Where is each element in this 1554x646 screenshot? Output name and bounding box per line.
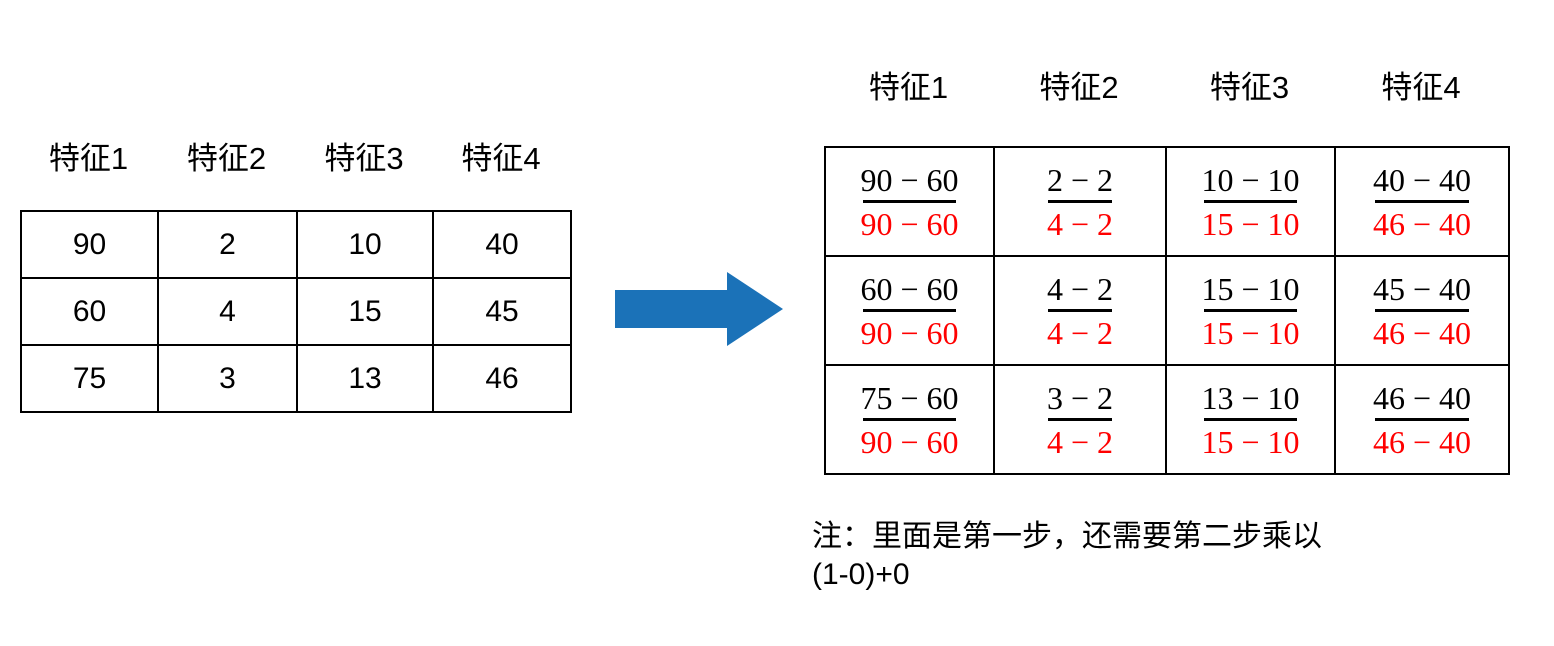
fraction-bar <box>862 308 957 312</box>
left-cell-r0c3: 40 <box>432 210 572 279</box>
right-cell-r1c2: 15 − 10 15 − 10 <box>1165 255 1336 366</box>
left-table-headers: 特征1 特征2 特征3 特征4 <box>20 141 570 176</box>
fraction: 3 − 2 4 − 2 <box>1045 382 1115 458</box>
fraction-bar <box>862 199 957 203</box>
right-cell-r2c3: 46 − 40 46 − 40 <box>1334 364 1510 475</box>
table-row: 60 4 15 45 <box>20 277 572 346</box>
right-arrow-icon <box>615 272 783 346</box>
fraction: 10 − 10 15 − 10 <box>1199 164 1301 240</box>
fraction-denominator: 4 − 2 <box>1046 314 1114 351</box>
fraction: 40 − 40 46 − 40 <box>1371 164 1473 240</box>
right-cell-r2c1: 3 − 2 4 − 2 <box>993 364 1167 475</box>
left-header-feature-2: 特征2 <box>186 141 267 176</box>
note-line-1: 注：里面是第一步，还需要第二步乘以 <box>812 520 1322 553</box>
fraction-bar <box>1375 199 1469 203</box>
left-header-feature-4: 特征4 <box>461 141 541 176</box>
fraction-bar <box>1047 199 1113 203</box>
fraction: 45 − 40 46 − 40 <box>1371 273 1473 349</box>
fraction: 90 − 60 90 − 60 <box>858 164 960 240</box>
fraction-numerator: 46 − 40 <box>1372 379 1472 416</box>
fraction-denominator: 90 − 60 <box>860 423 959 460</box>
table-row: 90 2 10 40 <box>20 210 572 279</box>
fraction-denominator: 4 − 2 <box>1046 205 1114 242</box>
fraction-numerator: 15 − 10 <box>1201 270 1300 307</box>
fraction-numerator: 3 − 2 <box>1046 379 1114 416</box>
fraction: 75 − 60 90 − 60 <box>858 382 960 458</box>
fraction-denominator: 15 − 10 <box>1201 205 1300 242</box>
fraction-bar <box>1203 308 1298 312</box>
right-header-feature-1: 特征1 <box>868 70 949 105</box>
fraction-numerator: 45 − 40 <box>1372 270 1472 307</box>
fraction: 2 − 2 4 − 2 <box>1045 164 1115 240</box>
left-header-feature-1: 特征1 <box>48 141 129 176</box>
left-cell-r1c0: 60 <box>20 277 159 346</box>
table-row: 90 − 60 90 − 60 2 − 2 4 − 2 10 − 10 15 −… <box>824 146 1510 257</box>
fraction-denominator: 4 − 2 <box>1046 423 1114 460</box>
fraction: 60 − 60 90 − 60 <box>858 273 960 349</box>
left-cell-r0c1: 2 <box>157 210 298 279</box>
fraction-bar <box>1203 199 1298 203</box>
left-cell-r0c0: 90 <box>20 210 159 279</box>
fraction-numerator: 2 − 2 <box>1046 161 1114 198</box>
left-cell-r1c2: 15 <box>296 277 434 346</box>
fraction: 4 − 2 4 − 2 <box>1045 273 1115 349</box>
fraction-bar <box>1375 417 1469 421</box>
right-cell-r2c2: 13 − 10 15 − 10 <box>1165 364 1336 475</box>
right-cell-r0c0: 90 − 60 90 − 60 <box>824 146 995 257</box>
right-cell-r0c1: 2 − 2 4 − 2 <box>993 146 1167 257</box>
fraction: 15 − 10 15 − 10 <box>1199 273 1301 349</box>
fraction: 46 − 40 46 − 40 <box>1371 382 1473 458</box>
right-cell-r0c2: 10 − 10 15 − 10 <box>1165 146 1336 257</box>
fraction-numerator: 10 − 10 <box>1201 161 1300 198</box>
fraction-numerator: 40 − 40 <box>1372 161 1472 198</box>
note-text: 注：里面是第一步，还需要第二步乘以 (1-0)+0 <box>812 518 1532 595</box>
left-cell-r1c1: 4 <box>157 277 298 346</box>
right-cell-r2c0: 75 − 60 90 − 60 <box>824 364 995 475</box>
fraction-bar <box>1047 308 1113 312</box>
fraction: 13 − 10 15 − 10 <box>1199 382 1301 458</box>
table-row: 75 − 60 90 − 60 3 − 2 4 − 2 13 − 10 15 −… <box>824 364 1510 475</box>
fraction-numerator: 60 − 60 <box>860 270 959 307</box>
fraction-numerator: 13 − 10 <box>1201 379 1300 416</box>
left-cell-r2c2: 13 <box>296 344 434 413</box>
fraction-denominator: 15 − 10 <box>1201 423 1300 460</box>
right-cell-r0c3: 40 − 40 46 − 40 <box>1334 146 1510 257</box>
table-row: 75 3 13 46 <box>20 344 572 413</box>
right-cell-r1c3: 45 − 40 46 − 40 <box>1334 255 1510 366</box>
left-header-feature-3: 特征3 <box>324 141 404 176</box>
fraction-bar <box>1375 308 1469 312</box>
left-cell-r2c0: 75 <box>20 344 159 413</box>
fraction-denominator: 46 − 40 <box>1372 423 1472 460</box>
fraction-denominator: 90 − 60 <box>860 314 959 351</box>
right-header-feature-3: 特征3 <box>1209 70 1290 105</box>
left-cell-r0c2: 10 <box>296 210 434 279</box>
left-cell-r2c1: 3 <box>157 344 298 413</box>
right-cell-r1c1: 4 − 2 4 − 2 <box>993 255 1167 366</box>
left-raw-value-table: 90 2 10 40 60 4 15 45 75 3 13 46 <box>20 210 572 413</box>
fraction-numerator: 90 − 60 <box>860 161 959 198</box>
fraction-bar <box>862 417 957 421</box>
fraction-denominator: 15 − 10 <box>1201 314 1300 351</box>
right-normalization-table: 90 − 60 90 − 60 2 − 2 4 − 2 10 − 10 15 −… <box>824 146 1510 475</box>
fraction-numerator: 75 − 60 <box>860 379 959 416</box>
fraction-bar <box>1203 417 1298 421</box>
fraction-denominator: 46 − 40 <box>1372 205 1472 242</box>
fraction-numerator: 4 − 2 <box>1046 270 1114 307</box>
left-cell-r1c3: 45 <box>432 277 572 346</box>
note-line-2: (1-0)+0 <box>812 558 910 592</box>
table-row: 60 − 60 90 − 60 4 − 2 4 − 2 15 − 10 15 −… <box>824 255 1510 366</box>
fraction-denominator: 90 − 60 <box>860 205 959 242</box>
left-cell-r2c3: 46 <box>432 344 572 413</box>
right-header-feature-4: 特征4 <box>1381 70 1461 105</box>
fraction-denominator: 46 − 40 <box>1372 314 1472 351</box>
right-cell-r1c0: 60 − 60 90 − 60 <box>824 255 995 366</box>
fraction-bar <box>1047 417 1113 421</box>
right-table-headers: 特征1 特征2 特征3 特征4 <box>824 70 1508 105</box>
right-header-feature-2: 特征2 <box>1039 70 1119 105</box>
